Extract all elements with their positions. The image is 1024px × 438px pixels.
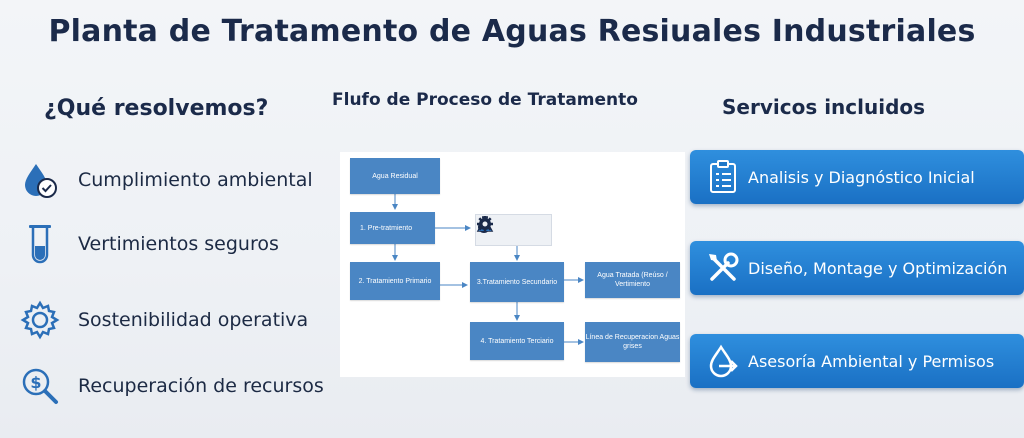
water-drop-arrow-icon — [698, 334, 748, 388]
service-label: Asesoría Ambiental y Permisos — [748, 351, 995, 371]
flow-node-agua-tratada: Agua Tratada (Reúso / Vertimiento — [585, 262, 680, 298]
problems-heading: ¿Qué resolvemos? — [44, 96, 269, 121]
benefit-label: Sostenibilidad operativa — [78, 309, 309, 331]
flow-heading: Flufo de Proceso de Tratamento — [332, 90, 638, 110]
benefit-item-sostenibilidad: Sostenibilidad operativa — [16, 298, 308, 342]
benefit-item-cumplimiento: Cumplimiento ambiental — [16, 158, 313, 202]
treatment-tools — [475, 214, 552, 246]
service-label: Analisis y Diagnóstico Inicial — [748, 167, 975, 187]
flow-node-pretratamiento: 1. Pre-tratmiento — [350, 212, 435, 244]
benefit-label: Recuperación de recursos — [78, 375, 324, 397]
gear-icon — [16, 298, 64, 342]
service-label: Diseño, Montage y Optimización — [748, 258, 1008, 278]
benefit-item-vertimientos: Vertimientos seguros — [16, 222, 279, 266]
tools-icon — [698, 241, 748, 295]
flow-node-agua-residual: Agua Residual — [350, 158, 440, 194]
benefit-label: Vertimientos seguros — [78, 233, 279, 255]
clipboard-icon — [698, 150, 748, 204]
magnifier-dollar-icon: $ — [16, 364, 64, 408]
service-card-diseno[interactable]: Diseño, Montage y Optimización — [690, 241, 1024, 295]
service-card-analisis[interactable]: Analisis y Diagnóstico Inicial — [690, 150, 1024, 204]
page-title: Planta de Tratamento de Aguas Resiuales … — [48, 14, 976, 49]
benefit-item-recuperacion: $ Recuperación de recursos — [16, 364, 324, 408]
flow-node-recuperacion: Línea de Recuperacion Aguas grises — [585, 322, 680, 362]
service-card-asesoria[interactable]: Asesoría Ambiental y Permisos — [690, 334, 1024, 388]
services-heading: Servicos incluidos — [722, 95, 926, 119]
process-flow-diagram: Agua Residual 1. Pre-tratmiento 2. Trata… — [340, 152, 685, 377]
flow-node-secundario: 3.Tratamiento Secundario — [470, 262, 564, 302]
water-drop-check-icon — [16, 158, 64, 202]
benefit-label: Cumplimiento ambiental — [78, 169, 313, 191]
svg-text:$: $ — [30, 373, 41, 392]
flow-node-primario: 2. Tratamiento Primario — [350, 262, 440, 300]
test-tube-icon — [16, 222, 64, 266]
flow-node-terciario: 4. Tratamiento Terciario — [470, 322, 564, 360]
